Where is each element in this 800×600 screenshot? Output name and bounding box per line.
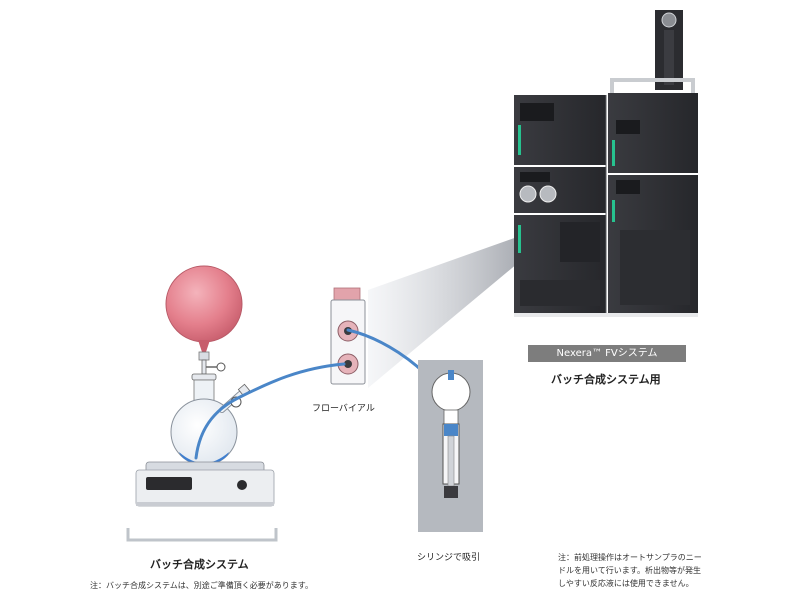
autosampler-note-line: 注：前処理操作はオートサンプラのニー	[558, 553, 702, 562]
batch-synthesis-system	[126, 265, 278, 542]
instrument-badge: Nexera™ FVシステム	[528, 345, 686, 362]
tubing-batch-to-vial	[194, 362, 346, 460]
syringe-panel	[418, 360, 483, 532]
instrument-sublabel: バッチ合成システム用	[551, 373, 661, 386]
autosampler-note: 注：前処理操作はオートサンプラのニー ドルを用いて行います。析出物等が発生 しや…	[558, 551, 790, 590]
balloon	[165, 265, 243, 361]
nexera-instrument	[514, 10, 698, 317]
bracket	[126, 528, 278, 542]
stopcock	[191, 359, 226, 381]
batch-system-note: 注：バッチ合成システムは、別途ご準備頂く必要があります。	[90, 581, 313, 590]
hot-plate-stirrer	[135, 461, 275, 507]
syringe-label: シリンジで吸引	[417, 553, 481, 563]
autosampler-note-line: ドルを用いて行います。析出物等が発生	[558, 566, 701, 575]
flow-vial-label: フローバイアル	[312, 404, 375, 414]
autosampler-note-line: しやすい反応液には使用できません。	[558, 579, 694, 588]
batch-system-label: バッチ合成システム	[150, 558, 249, 571]
projection-beam	[368, 226, 548, 388]
flow-vial	[330, 287, 366, 385]
